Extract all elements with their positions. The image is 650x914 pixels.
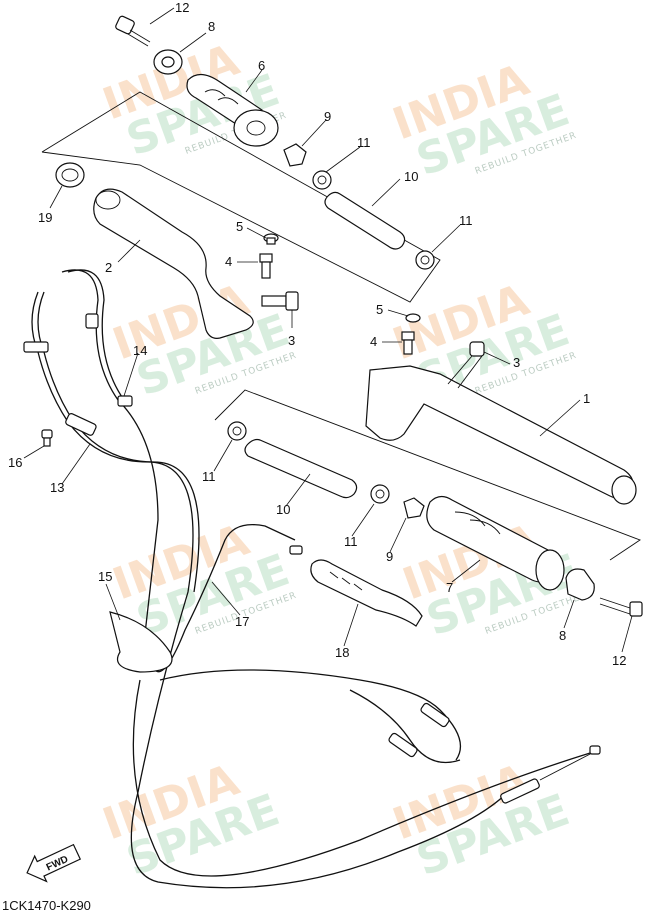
throttle-cable-14 [61,269,159,661]
callout-2: 2 [105,260,112,275]
gear-11-top-2 [415,250,435,270]
callout-5-upper: 5 [236,219,243,234]
bolt-5-lower [405,313,421,323]
screw-16 [41,429,53,447]
callout-11-lower-right: 11 [344,534,358,549]
callout-17: 17 [235,614,249,629]
watermark-layer: INDIA SPARE REBUILD TOGETHER INDIA SPARE… [96,34,588,886]
callout-10-lower: 10 [276,502,290,517]
callout-12-top: 12 [175,0,189,15]
bolt-5-upper [263,233,279,245]
callout-labels: 12 8 6 9 11 10 11 19 2 5 4 3 5 4 3 1 14 … [8,0,626,668]
callout-6: 6 [258,58,265,73]
gear-11-lower-left [227,421,247,441]
callout-11-lower-left: 11 [202,469,216,484]
cable-clamp-15 [109,611,173,673]
callout-9-top: 9 [324,109,331,124]
callout-11-top-2: 11 [459,213,473,228]
right-handlebar-group-outline [214,389,641,561]
callout-15: 15 [98,569,112,584]
callout-16: 16 [8,455,22,470]
leader-lines [23,7,633,653]
weight-8-top [153,49,183,75]
callout-8-top: 8 [208,19,215,34]
gear-11-top [312,170,332,190]
callout-14: 14 [133,343,147,358]
shaft-10-top [324,191,406,250]
shaft-10-lower [244,438,358,499]
right-handlebar-1 [365,365,637,505]
collar-9-top [283,143,307,167]
grip-7 [426,495,565,591]
callout-13: 13 [50,480,64,495]
fwd-arrow: FWD [26,843,82,883]
bolt-12-top [115,15,151,47]
watermark-bottom-left: INDIA SPARE [96,754,286,886]
callout-10-top: 10 [404,169,418,184]
collar-9-lower [403,497,425,519]
callout-4-upper: 4 [225,254,232,269]
lower-cable-assembly [132,669,601,877]
left-handlebar-2 [93,188,254,339]
collar-19 [55,162,85,188]
drawing-code: 1CK1470-K290 [2,898,91,913]
left-handlebar-group-outline [41,91,441,303]
weight-8-lower [565,568,595,601]
lever-holder-18 [310,559,423,627]
callout-8-lower: 8 [559,628,566,643]
callout-19: 19 [38,210,52,225]
callout-5-lower: 5 [376,302,383,317]
callout-9-lower: 9 [386,549,393,564]
bolt-12-lower [599,597,643,617]
callout-3-lower: 3 [513,355,520,370]
bolt-3-lower [447,341,485,389]
callout-4-lower: 4 [370,334,377,349]
bolt-4-lower [401,331,415,355]
bolt-3-upper [261,291,299,311]
grip-6 [186,73,279,147]
gear-11-lower-right [370,484,390,504]
callout-1: 1 [583,391,590,406]
callout-12-lower: 12 [612,653,626,668]
callout-11-top: 11 [357,135,371,150]
throttle-cable-13 [23,291,509,889]
callout-7: 7 [446,580,453,595]
callout-3-upper: 3 [288,333,295,348]
bolt-4-upper [259,253,273,279]
callout-18: 18 [335,645,349,660]
